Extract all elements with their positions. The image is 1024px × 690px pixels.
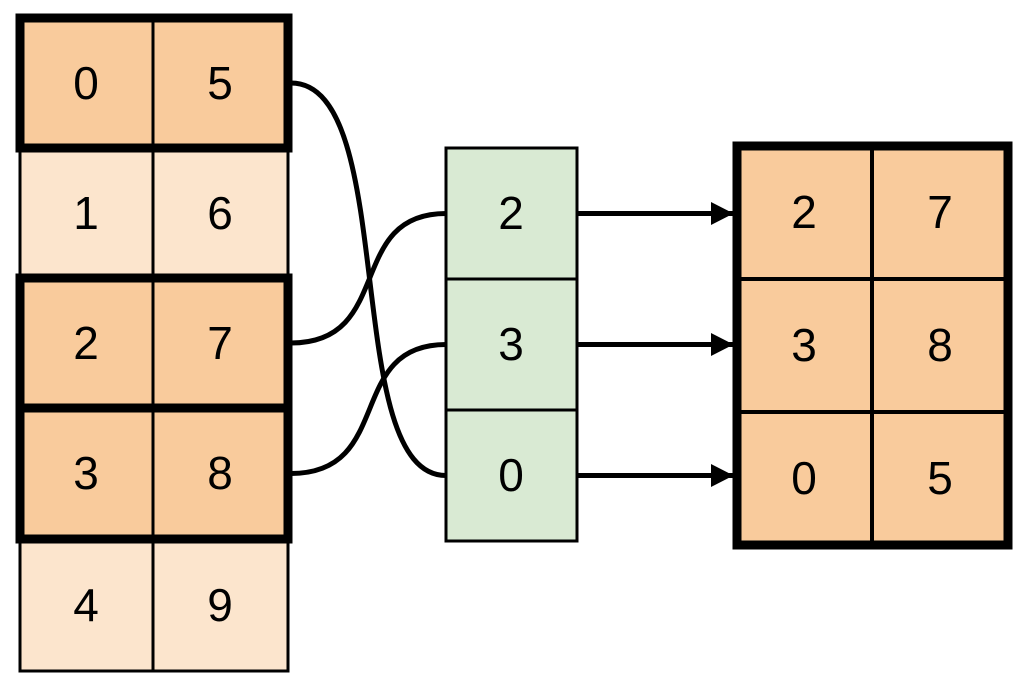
result-value-r0c0: 2 bbox=[791, 186, 817, 238]
index-value-1: 3 bbox=[498, 318, 524, 370]
source-cell-r0c1 bbox=[151, 16, 290, 150]
source-value-r3c0: 3 bbox=[73, 447, 99, 499]
result-value-r2c1: 5 bbox=[927, 452, 953, 504]
source-cell-r1c1 bbox=[151, 146, 290, 280]
source-row-3-highlight-frame bbox=[15, 403, 293, 544]
index-value-2: 0 bbox=[498, 449, 524, 501]
index-cell-2 bbox=[444, 408, 579, 543]
source-cell-r4c1 bbox=[151, 537, 290, 673]
curve-source-row3-to-index3 bbox=[290, 342, 447, 476]
source-cell-r2c1 bbox=[151, 276, 290, 410]
result-value-r1c0: 3 bbox=[791, 319, 817, 371]
result-value-r2c0: 0 bbox=[791, 452, 817, 504]
result-value-r1c1: 8 bbox=[927, 319, 953, 371]
result-value-r0c1: 7 bbox=[927, 186, 953, 238]
source-cell-r4c0 bbox=[18, 537, 155, 673]
source-value-r2c0: 2 bbox=[73, 317, 99, 369]
source-value-r1c0: 1 bbox=[73, 187, 99, 239]
source-value-r4c0: 4 bbox=[73, 579, 99, 631]
connector-curves bbox=[290, 80, 447, 478]
result-cell-r1c1 bbox=[870, 277, 1010, 414]
source-table: 0 5 1 6 2 7 3 8 4 9 bbox=[15, 13, 293, 673]
result-table-outer-frame bbox=[732, 141, 1013, 550]
curve-source-row2-to-index2 bbox=[290, 211, 447, 346]
result-arrows bbox=[577, 202, 734, 488]
source-value-r2c1: 7 bbox=[207, 317, 233, 369]
index-column: 2 3 0 bbox=[444, 146, 579, 543]
source-cell-r3c1 bbox=[151, 406, 290, 541]
source-value-r4c1: 9 bbox=[207, 579, 233, 631]
source-value-r1c1: 6 bbox=[207, 187, 233, 239]
result-table: 2 7 3 8 0 5 bbox=[732, 141, 1013, 550]
source-value-r0c1: 5 bbox=[207, 57, 233, 109]
source-row-0-highlight-frame bbox=[15, 13, 293, 153]
result-cell-r2c0 bbox=[735, 410, 874, 547]
result-cell-r2c1 bbox=[870, 410, 1010, 547]
source-value-r0c0: 0 bbox=[73, 57, 99, 109]
index-cell-0 bbox=[444, 146, 579, 281]
source-cell-r0c0 bbox=[18, 16, 155, 150]
source-value-r3c1: 8 bbox=[207, 447, 233, 499]
index-value-0: 2 bbox=[498, 187, 524, 239]
